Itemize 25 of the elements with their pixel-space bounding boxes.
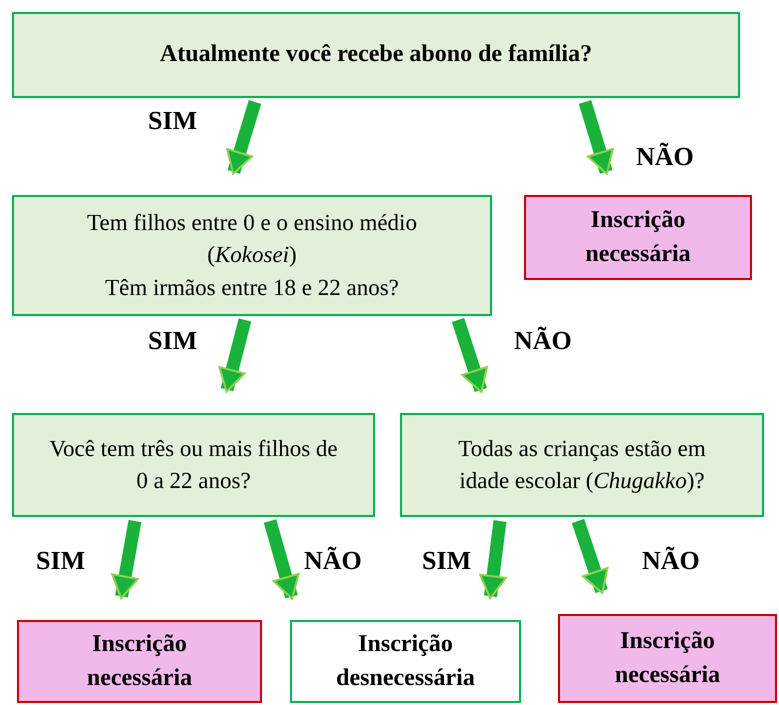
arrow <box>226 100 262 175</box>
result-box <box>17 620 262 703</box>
question-box <box>12 12 740 98</box>
box-text: Inscrição necessária <box>614 626 722 690</box>
question-box <box>12 195 492 316</box>
arrow <box>111 520 142 600</box>
arrow <box>452 318 488 393</box>
arrow <box>479 520 507 600</box>
box-text: Atualmente você recebe abono de família? <box>160 40 592 70</box>
box-text: Inscrição desnecessária <box>335 630 476 692</box>
question-box <box>12 413 375 517</box>
box-text: Todas as crianças estão em idade escolar (Chugakko)? <box>457 434 707 495</box>
box-text: Têm irmãos entre 18 e 22 anos? <box>105 274 399 302</box>
box-text: Inscrição necessária <box>584 206 692 268</box>
result-box <box>524 195 752 280</box>
box-text: Você tem três ou mais filhos de 0 a 22 anos? <box>48 434 339 495</box>
result-box <box>290 620 521 703</box>
arrow <box>578 100 614 175</box>
arrow <box>264 519 300 600</box>
box-text: Inscrição necessária <box>86 630 194 692</box>
result-box <box>558 614 777 703</box>
question-box <box>400 413 764 517</box>
arrow <box>218 318 252 393</box>
arrow <box>572 518 609 594</box>
box-text: Tem filhos entre 0 e o ensino médio (Kokosei) <box>86 209 418 270</box>
